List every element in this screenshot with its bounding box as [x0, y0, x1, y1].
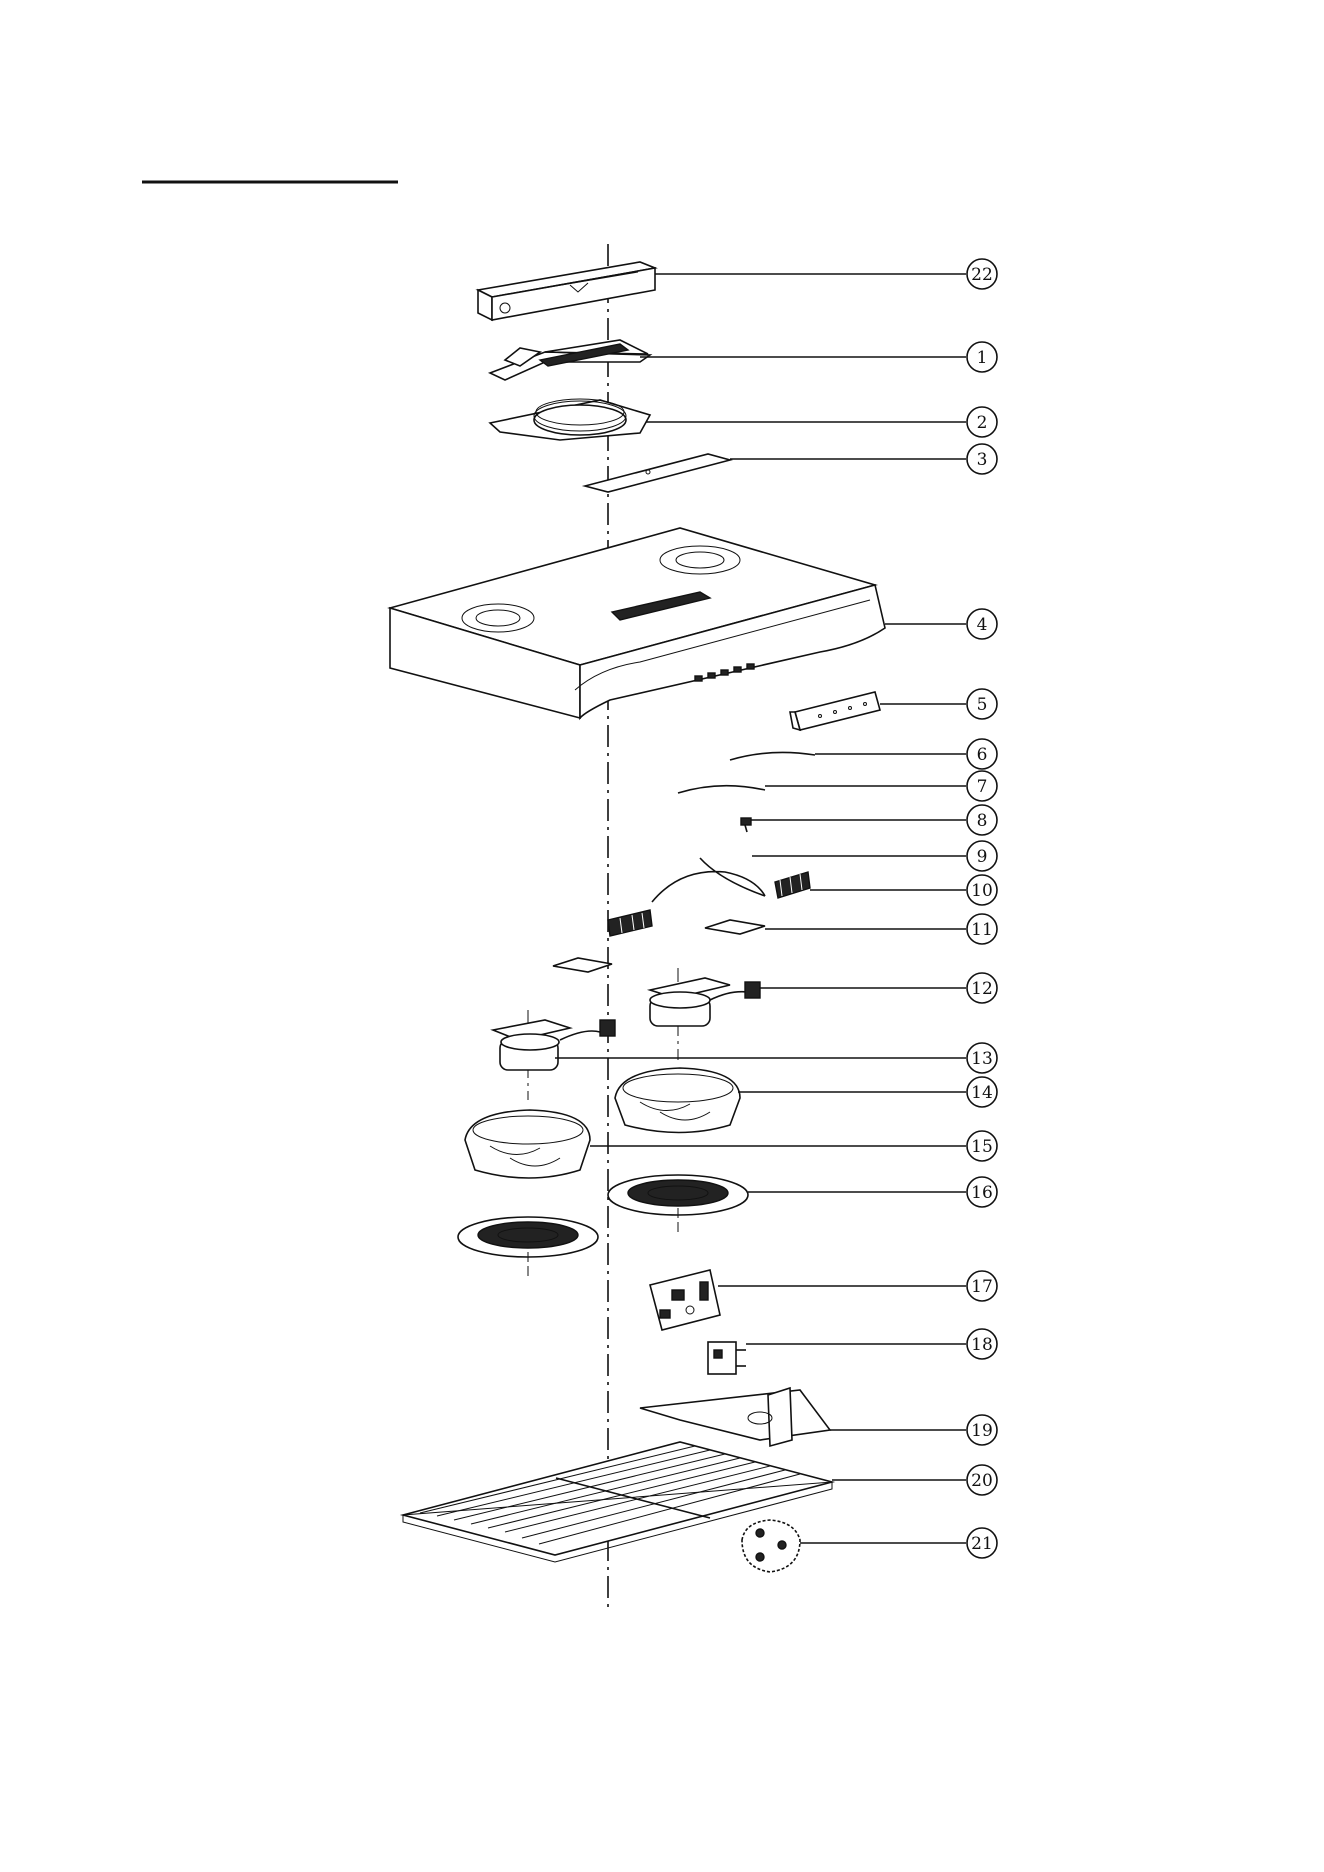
callout-21-label: 21: [971, 1534, 993, 1554]
part-19-frame-bracket: [640, 1388, 830, 1446]
callout-7: 7: [967, 771, 997, 801]
part-2-collar-plate: [490, 399, 650, 440]
callout-15-label: 15: [971, 1137, 993, 1157]
part-20-grease-filter: [403, 1442, 832, 1562]
callout-5: 5: [967, 689, 997, 719]
callout-12: 12: [967, 973, 997, 1003]
part-7-wire: [678, 786, 765, 793]
callout-16-label: 16: [971, 1183, 993, 1203]
callout-16: 16: [967, 1177, 997, 1207]
callout-8-label: 8: [977, 811, 988, 831]
callout-2-label: 2: [977, 413, 988, 433]
callout-19: 19: [967, 1415, 997, 1445]
part-1-damper: [490, 340, 650, 380]
callout-17: 17: [967, 1271, 997, 1301]
part-18-switch: [708, 1342, 746, 1374]
part-16-inlet-ring: [608, 1175, 748, 1236]
part-8-screw: [741, 818, 751, 832]
callout-20-label: 20: [971, 1471, 993, 1491]
callout-8: 8: [967, 805, 997, 835]
callout-9: 9: [967, 841, 997, 871]
callout-21: 21: [967, 1528, 997, 1558]
part-5-control-panel: [790, 692, 880, 730]
part-13-motor: [493, 1010, 615, 1100]
part-22-duct-box: [478, 262, 655, 320]
callout-18: 18: [967, 1329, 997, 1359]
lamp-left: [608, 910, 652, 936]
bracket-left: [553, 958, 612, 972]
callout-14-label: 14: [971, 1083, 993, 1103]
callout-14: 14: [967, 1077, 997, 1107]
part-12-motor: [650, 968, 760, 1060]
callout-3: 3: [967, 444, 997, 474]
callout-20: 20: [967, 1465, 997, 1495]
inlet-ring-left: [458, 1217, 598, 1280]
part-4-hood-body: [390, 528, 885, 718]
callout-7-label: 7: [977, 777, 988, 797]
callout-1: 1: [967, 342, 997, 372]
callout-4: 4: [967, 609, 997, 639]
callout-22: 22: [967, 259, 997, 289]
part-14-blower-wheel: [615, 1068, 740, 1133]
part-15-blower-wheel: [465, 1110, 590, 1178]
callout-4-label: 4: [977, 615, 988, 635]
callout-13: 13: [967, 1043, 997, 1073]
part-10-lamp: [775, 872, 810, 898]
callout-6-label: 6: [977, 745, 988, 765]
part-17-circuit-board: [650, 1270, 720, 1330]
callout-11-label: 11: [971, 920, 993, 940]
part-11-bracket: [705, 920, 765, 934]
leader-lines: [555, 274, 966, 1543]
part-9-lamp-bracket: [652, 858, 765, 902]
callout-6: 6: [967, 739, 997, 769]
callout-18-label: 18: [971, 1335, 993, 1355]
callout-13-label: 13: [971, 1049, 993, 1069]
callout-15: 15: [967, 1131, 997, 1161]
callout-12-label: 12: [971, 979, 993, 999]
callout-3-label: 3: [977, 450, 988, 470]
callout-19-label: 19: [971, 1421, 993, 1441]
part-6-wire: [730, 752, 815, 760]
callout-2: 2: [967, 407, 997, 437]
callout-22-label: 22: [971, 265, 993, 285]
callout-10: 10: [967, 875, 997, 905]
callout-17-label: 17: [971, 1277, 993, 1297]
callout-5-label: 5: [977, 695, 988, 715]
part-3-bracket: [585, 454, 730, 492]
part-21-screw-pack: [742, 1520, 800, 1572]
callout-9-label: 9: [977, 847, 988, 867]
callout-10-label: 10: [971, 881, 993, 901]
callout-11: 11: [967, 914, 997, 944]
callout-1-label: 1: [977, 348, 988, 368]
